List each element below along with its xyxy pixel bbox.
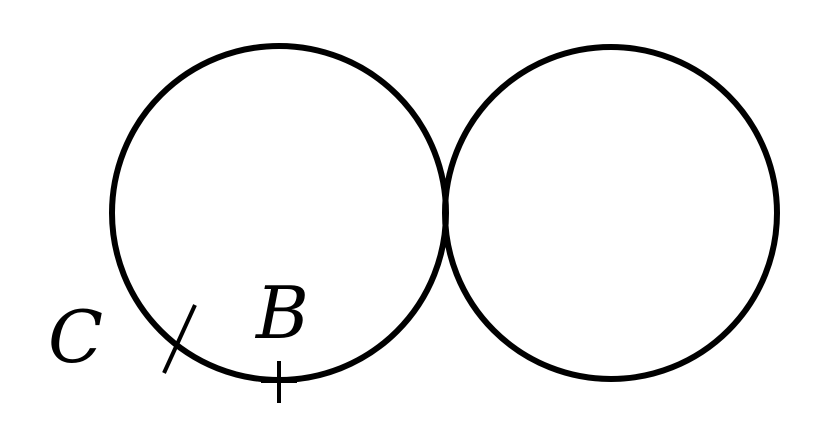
point-c-tick-mark <box>162 304 197 374</box>
point-b-plus-mark <box>261 361 297 403</box>
label-b: B <box>254 271 309 355</box>
label-c: C <box>48 295 103 379</box>
right-circle <box>442 44 780 382</box>
